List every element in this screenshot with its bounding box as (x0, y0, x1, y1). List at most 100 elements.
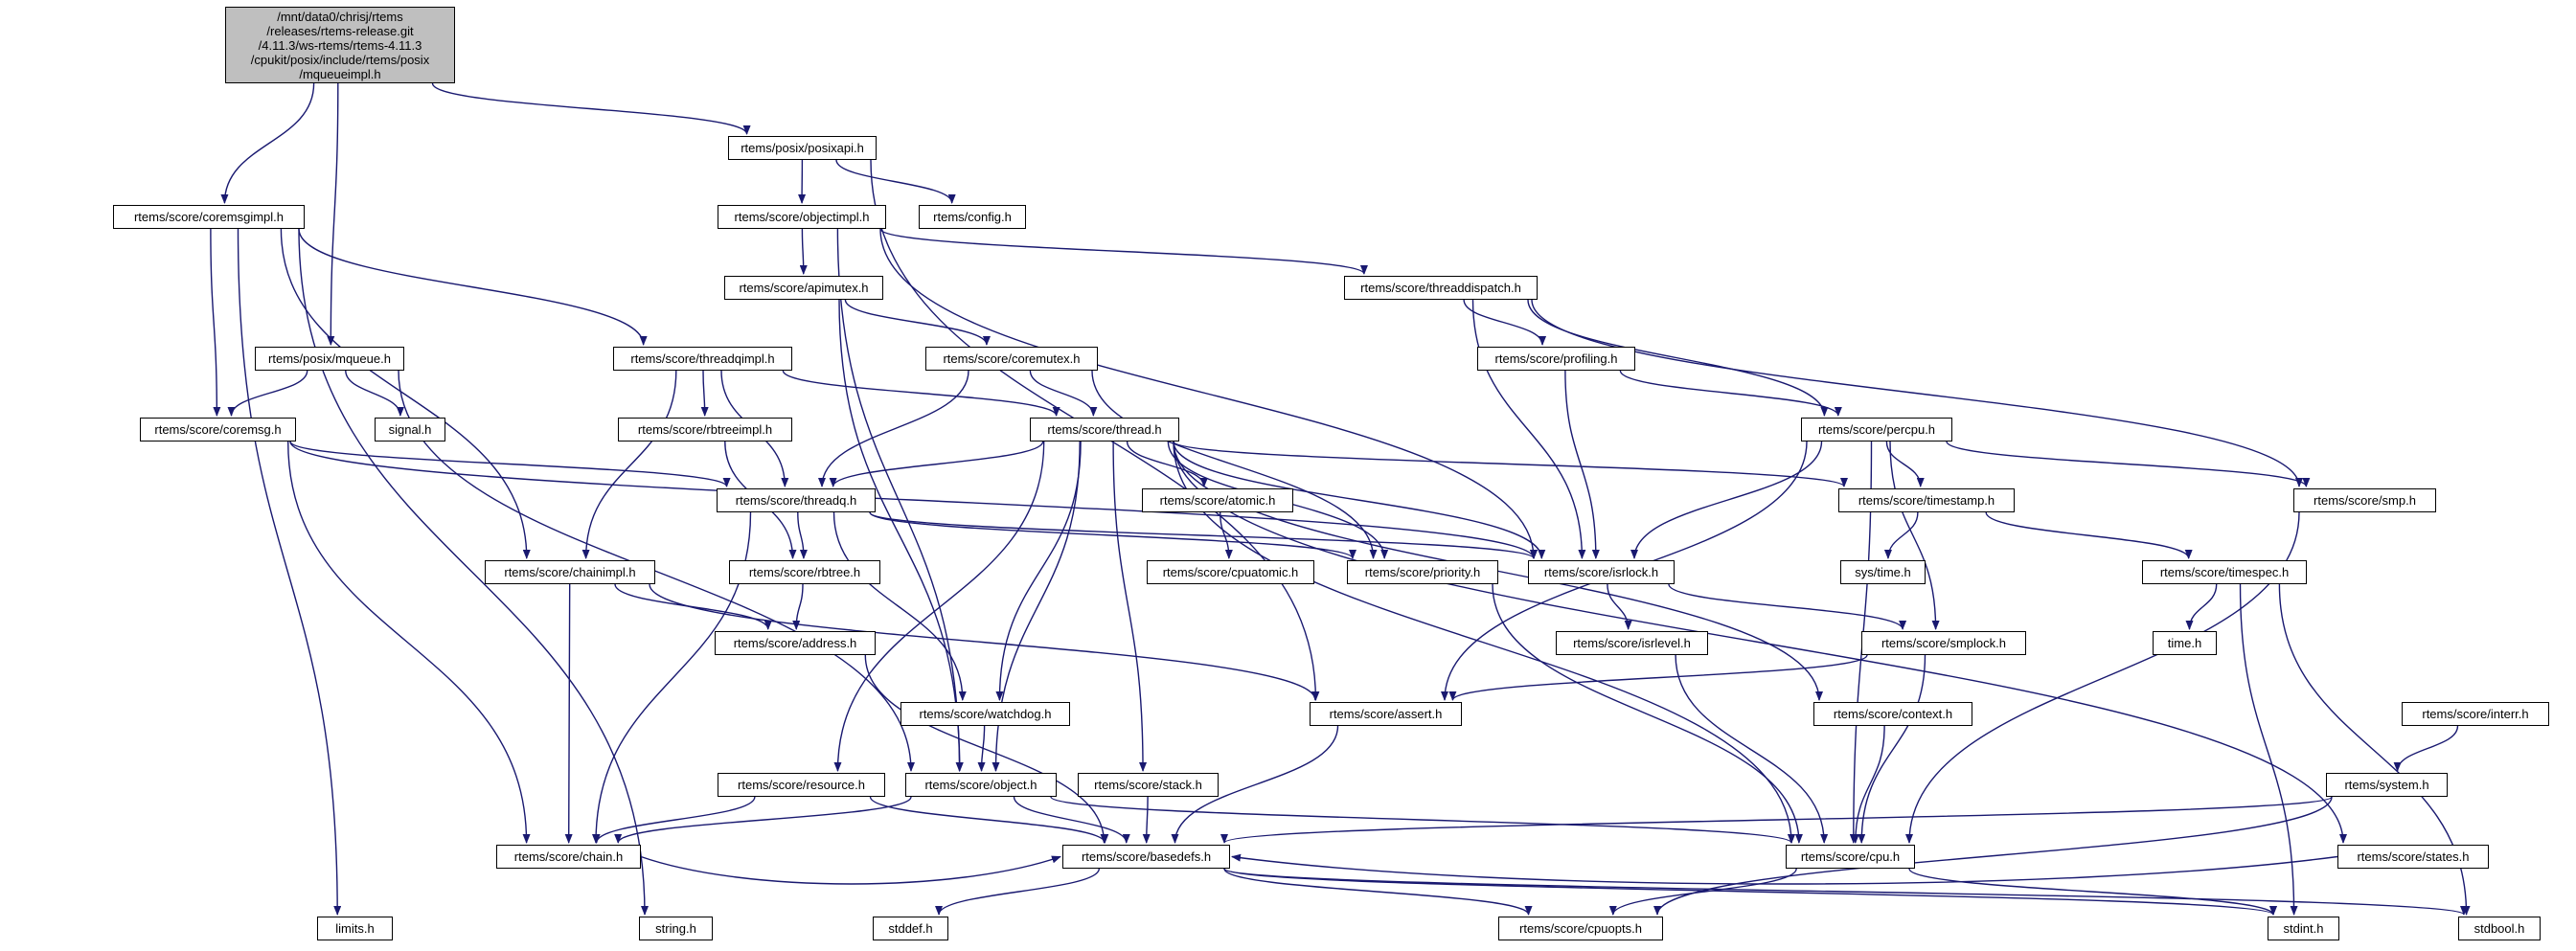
include-edge-thread-to-cpu (1173, 441, 1795, 844)
include-edge-basedefs-to-stdint (1223, 868, 2277, 916)
include-edge-cpu-to-stdint (1908, 868, 2277, 916)
graph-node-isrlock[interactable]: rtems/score/isrlock.h (1528, 560, 1675, 584)
graph-node-resource[interactable]: rtems/score/resource.h (718, 773, 885, 797)
include-edge-object-to-cpu (1050, 796, 1795, 844)
graph-node-objectimpl[interactable]: rtems/score/objectimpl.h (718, 205, 886, 229)
graph-node-interr[interactable]: rtems/score/interr.h (2402, 702, 2549, 726)
include-edge-basedefs-to-cpuopts (1223, 868, 1533, 916)
graph-node-label: rtems/score/profiling.h (1494, 351, 1618, 366)
include-edge-percpu-to-timestamp (1885, 441, 1925, 487)
graph-node-isrlevel[interactable]: rtems/score/isrlevel.h (1556, 631, 1708, 655)
graph-node-chain[interactable]: rtems/score/chain.h (496, 845, 641, 869)
graph-node-label: rtems/score/isrlock.h (1543, 565, 1659, 579)
include-edge-apimutex-to-coremutex (844, 299, 991, 346)
include-edge-thread-to-isrlock (1173, 441, 1546, 559)
include-edge-threaddispatch-to-percpu (1527, 299, 1829, 417)
include-edge-profiling-to-percpu (1619, 370, 1842, 417)
graph-node-systime[interactable]: sys/time.h (1840, 560, 1926, 584)
graph-node-context[interactable]: rtems/score/context.h (1813, 702, 1972, 726)
graph-node-system[interactable]: rtems/system.h (2326, 773, 2448, 797)
include-edge-thread-to-atomic (1126, 441, 1208, 487)
graph-node-basedefs[interactable]: rtems/score/basedefs.h (1062, 845, 1230, 869)
include-edge-basedefs-to-stdbool (1223, 868, 2468, 916)
graph-node-stack[interactable]: rtems/score/stack.h (1078, 773, 1219, 797)
graph-node-thread[interactable]: rtems/score/thread.h (1030, 418, 1179, 442)
include-edge-isrlock-to-smplock (1668, 583, 1907, 630)
graph-node-label: rtems/posix/posixapi.h (741, 141, 864, 155)
graph-node-signal[interactable]: signal.h (375, 418, 445, 442)
include-edge-thread-to-stack (1112, 441, 1148, 772)
graph-node-label: limits.h (335, 921, 375, 936)
include-edge-coremutex-to-thread (1029, 370, 1098, 417)
include-edge-timestamp-to-systime (1883, 511, 1919, 559)
graph-node-timespec[interactable]: rtems/score/timespec.h (2142, 560, 2307, 584)
graph-node-root[interactable]: /mnt/data0/chrisj/rtems /releases/rtems-… (225, 7, 455, 83)
graph-node-label: rtems/score/priority.h (1364, 565, 1481, 579)
include-edge-percpu-to-isrlock (1630, 441, 1823, 559)
graph-node-label: rtems/score/context.h (1833, 707, 1953, 721)
include-edge-profiling-to-isrlock (1564, 370, 1600, 559)
graph-node-apimutex[interactable]: rtems/score/apimutex.h (724, 276, 883, 300)
graph-node-states[interactable]: rtems/score/states.h (2337, 845, 2489, 869)
graph-node-cpu[interactable]: rtems/score/cpu.h (1786, 845, 1915, 869)
graph-node-label: rtems/score/smp.h (2314, 493, 2416, 508)
graph-node-chainimpl[interactable]: rtems/score/chainimpl.h (485, 560, 655, 584)
include-edge-objectimpl-to-threaddispatch (879, 228, 1368, 275)
include-edge-thread-to-watchdog (995, 441, 1082, 701)
graph-node-label: rtems/score/coremsg.h (154, 422, 282, 437)
include-edge-interr-to-system (2393, 725, 2459, 772)
graph-node-percpu[interactable]: rtems/score/percpu.h (1801, 418, 1952, 442)
graph-node-time[interactable]: time.h (2153, 631, 2217, 655)
graph-node-profiling[interactable]: rtems/score/profiling.h (1477, 347, 1635, 371)
graph-node-stddef[interactable]: stddef.h (873, 917, 948, 940)
graph-node-label: rtems/score/thread.h (1047, 422, 1162, 437)
graph-node-config[interactable]: rtems/config.h (919, 205, 1026, 229)
graph-node-label: rtems/score/cpu.h (1800, 849, 1901, 864)
graph-node-timestamp[interactable]: rtems/score/timestamp.h (1838, 488, 2015, 512)
graph-node-object[interactable]: rtems/score/object.h (905, 773, 1057, 797)
graph-node-watchdog[interactable]: rtems/score/watchdog.h (900, 702, 1070, 726)
include-edge-mqueue-to-coremsg (227, 370, 308, 417)
graph-node-label: rtems/score/object.h (924, 778, 1037, 792)
graph-node-smp[interactable]: rtems/score/smp.h (2293, 488, 2436, 512)
graph-node-mqueue[interactable]: rtems/posix/mqueue.h (255, 347, 404, 371)
graph-node-threadq[interactable]: rtems/score/threadq.h (717, 488, 876, 512)
include-edge-assert-to-basedefs (1171, 725, 1339, 844)
include-edge-resource-to-basedefs (869, 796, 1109, 844)
include-edge-chainimpl-to-assert (649, 583, 1319, 701)
graph-node-rbtree[interactable]: rtems/score/rbtree.h (729, 560, 880, 584)
graph-node-threaddispatch[interactable]: rtems/score/threaddispatch.h (1344, 276, 1538, 300)
include-edge-basedefs-to-stddef (935, 868, 1100, 916)
graph-node-label: rtems/score/threadqimpl.h (630, 351, 775, 366)
graph-node-label: stdint.h (2283, 921, 2324, 936)
graph-node-limits[interactable]: limits.h (317, 917, 393, 940)
graph-node-smplock[interactable]: rtems/score/smplock.h (1861, 631, 2026, 655)
graph-node-label: rtems/score/objectimpl.h (734, 210, 870, 224)
graph-node-cpuopts[interactable]: rtems/score/cpuopts.h (1498, 917, 1663, 940)
include-edge-coremsgimpl-to-chainimpl (280, 228, 531, 559)
graph-node-posixapi[interactable]: rtems/posix/posixapi.h (728, 136, 877, 160)
graph-node-address[interactable]: rtems/score/address.h (715, 631, 876, 655)
include-edge-stack-to-basedefs (1142, 796, 1151, 844)
graph-node-coremsgimpl[interactable]: rtems/score/coremsgimpl.h (113, 205, 305, 229)
graph-node-stdbool[interactable]: stdbool.h (2458, 917, 2541, 940)
graph-node-stdint[interactable]: stdint.h (2268, 917, 2339, 940)
include-edge-threaddispatch-to-smp (1531, 299, 2303, 487)
graph-node-label: rtems/score/rbtree.h (748, 565, 861, 579)
graph-node-string[interactable]: string.h (639, 917, 713, 940)
graph-node-label: string.h (655, 921, 696, 936)
graph-node-label: stddef.h (888, 921, 933, 936)
graph-node-label: rtems/score/stack.h (1094, 778, 1202, 792)
graph-node-rbtreeimpl[interactable]: rtems/score/rbtreeimpl.h (618, 418, 792, 442)
graph-node-priority[interactable]: rtems/score/priority.h (1347, 560, 1498, 584)
graph-node-assert[interactable]: rtems/score/assert.h (1310, 702, 1462, 726)
include-edge-coremutex-to-priority (1091, 370, 1378, 559)
graph-node-label: rtems/score/resource.h (738, 778, 865, 792)
graph-node-coremutex[interactable]: rtems/score/coremutex.h (925, 347, 1098, 371)
graph-node-atomic[interactable]: rtems/score/atomic.h (1142, 488, 1293, 512)
graph-node-coremsg[interactable]: rtems/score/coremsg.h (140, 418, 296, 442)
graph-node-threadqimpl[interactable]: rtems/score/threadqimpl.h (613, 347, 792, 371)
graph-node-cpuatomic[interactable]: rtems/score/cpuatomic.h (1147, 560, 1314, 584)
graph-node-label: rtems/score/rbtreeimpl.h (637, 422, 773, 437)
